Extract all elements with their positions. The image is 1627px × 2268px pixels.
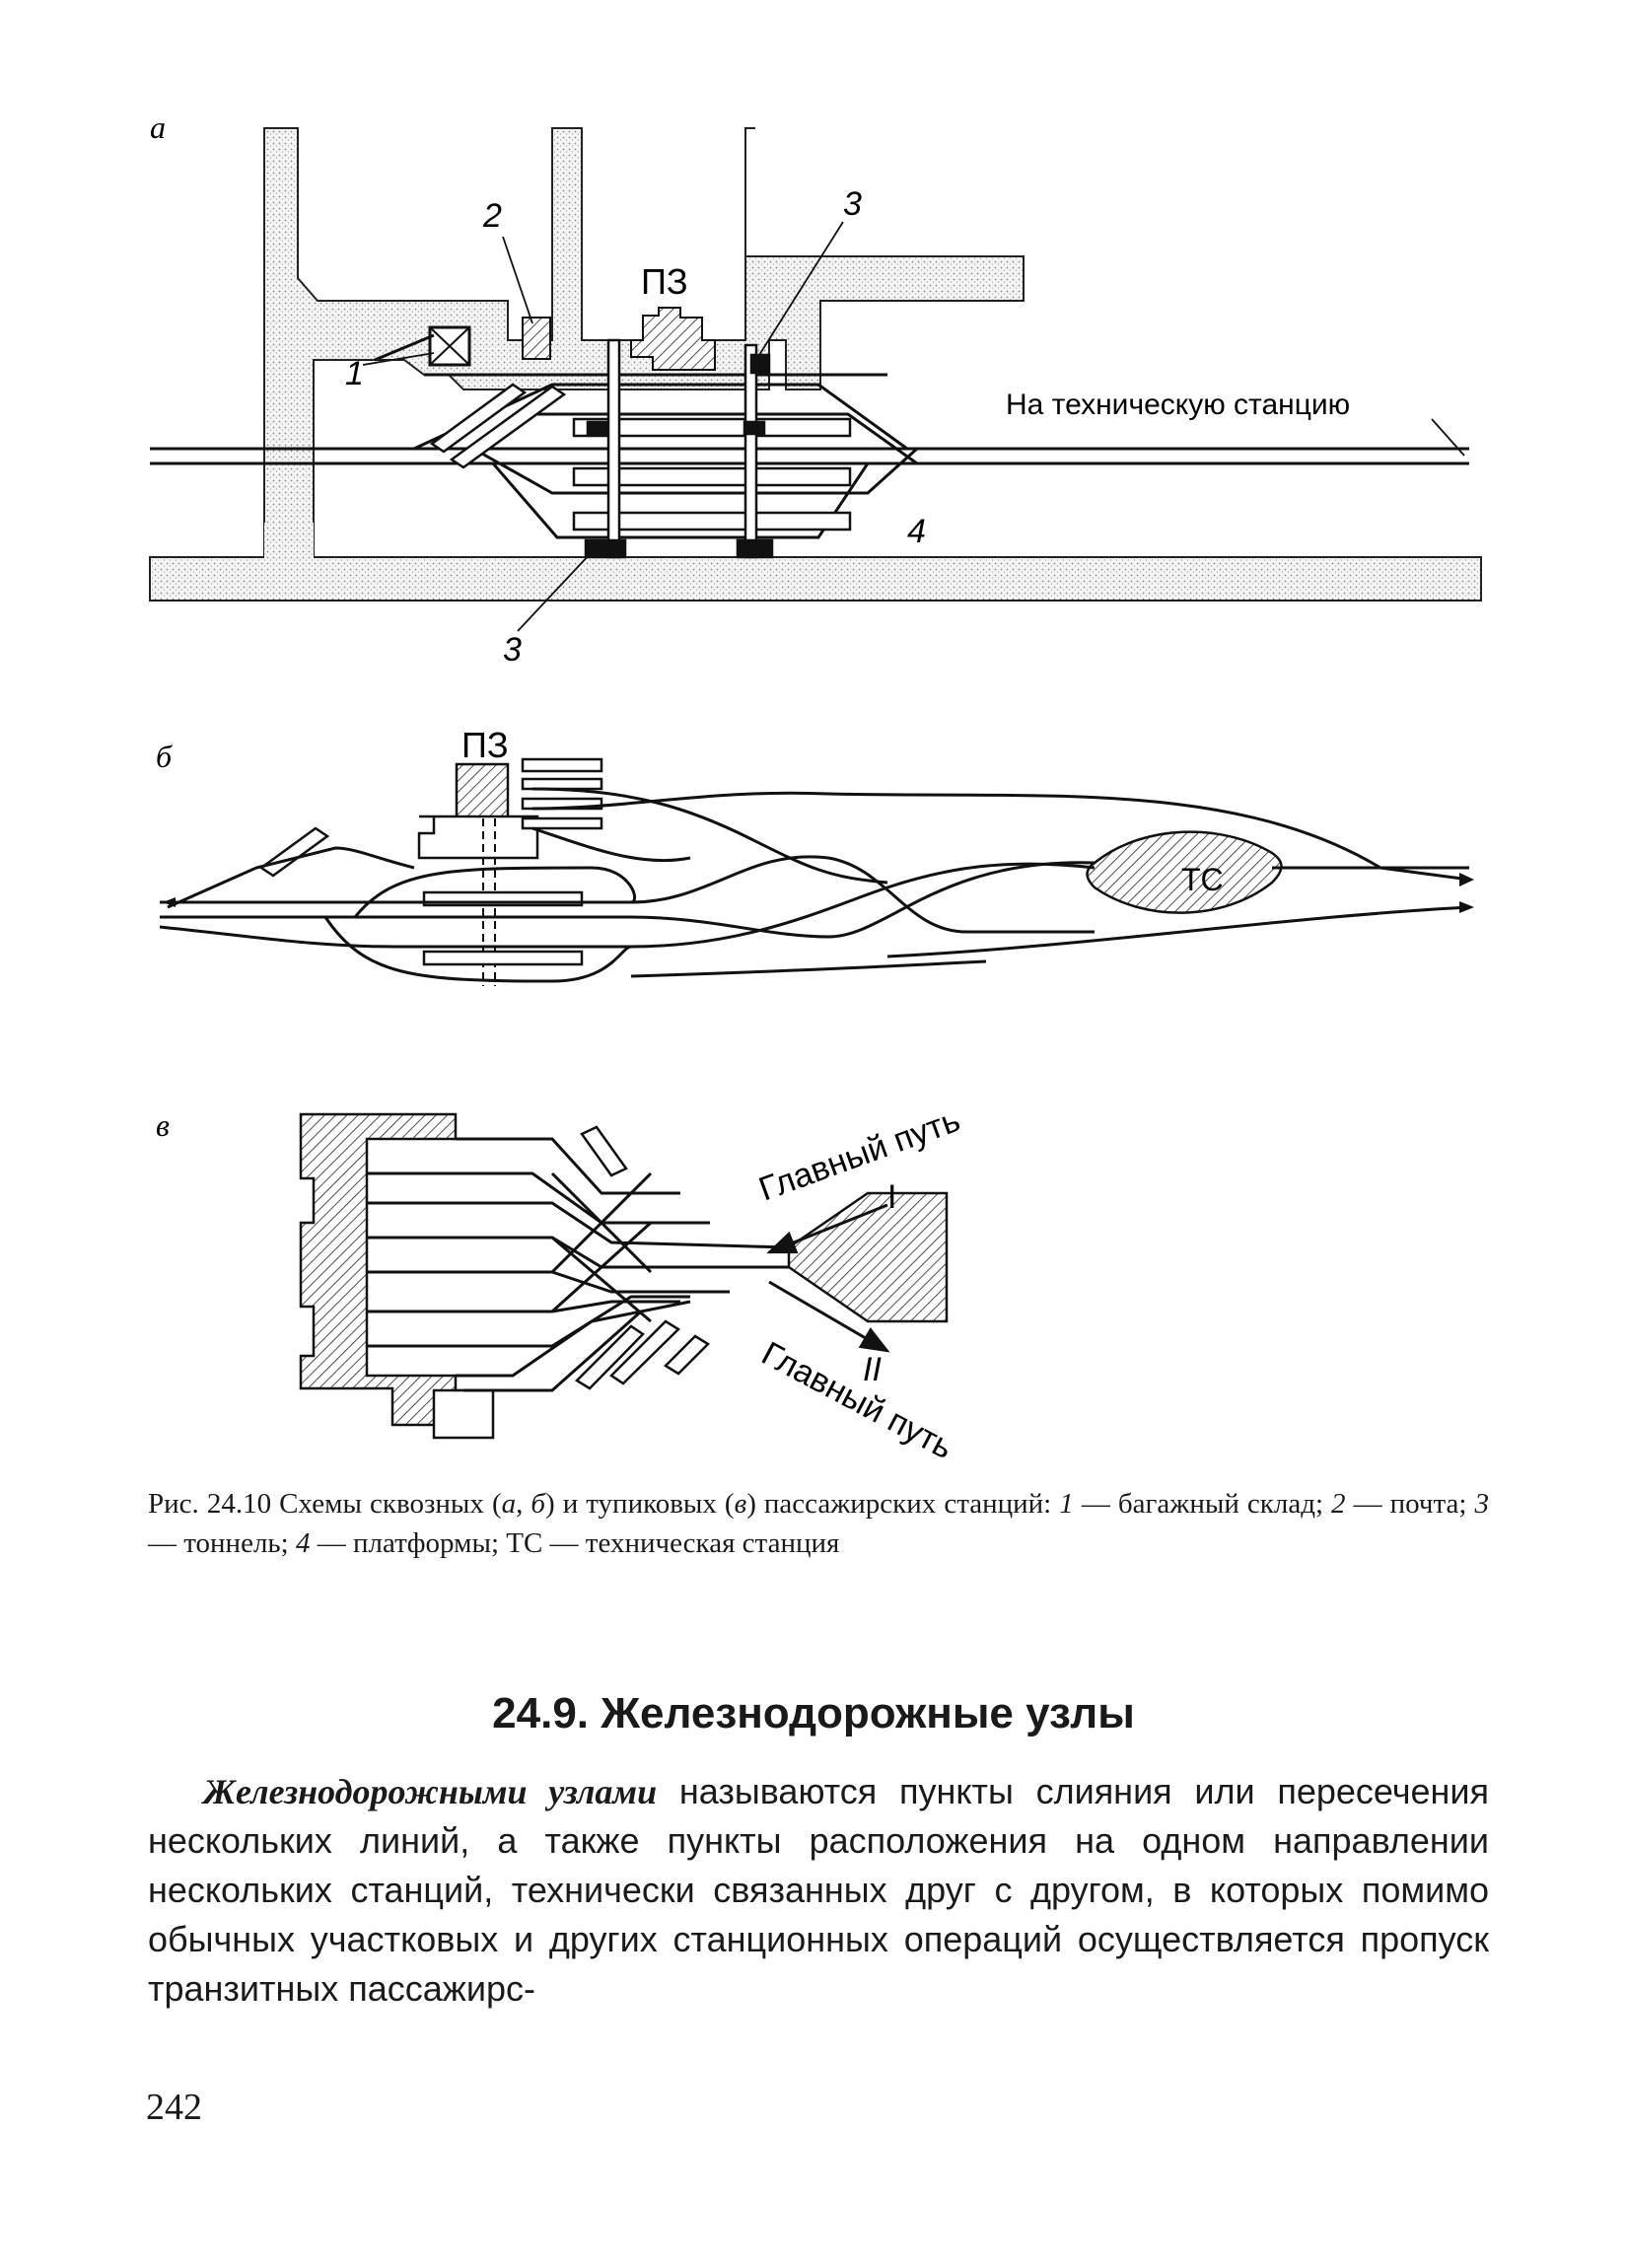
technical-station-area xyxy=(1086,830,1283,914)
tracks-v xyxy=(367,1137,790,1392)
technical-station-label: ТС xyxy=(1181,862,1224,897)
caption-key-b: б xyxy=(531,1488,545,1520)
panel-b-letter: б xyxy=(156,739,173,774)
figure-caption: Рис. 24.10 Схемы сквозных (а, б) и тупик… xyxy=(148,1484,1489,1563)
caption-key-4: 4 xyxy=(295,1527,311,1559)
panel-b-building-label: ПЗ xyxy=(461,725,509,765)
caption-text: — тоннель; xyxy=(148,1527,296,1559)
bottom-road xyxy=(149,556,1482,602)
paragraph-text: называются пункты слияния или пересечени… xyxy=(148,1771,1489,2009)
caption-text: Рис. 24.10 Схемы сквозных ( xyxy=(148,1488,502,1520)
panel-a-letter: а xyxy=(150,109,166,145)
main-track-1-numeral: I xyxy=(887,1178,896,1216)
page-number: 242 xyxy=(146,2087,202,2128)
caption-text: — почта; xyxy=(1345,1488,1475,1520)
platforms xyxy=(572,417,852,532)
panel-a xyxy=(149,127,1482,632)
caption-key-3: 3 xyxy=(1474,1488,1490,1520)
panel-a-building-label: ПЗ xyxy=(641,261,688,302)
caption-text: ) и тупиковых ( xyxy=(545,1488,735,1520)
callout-3-bottom: 3 xyxy=(503,631,522,669)
post-building xyxy=(522,317,551,360)
caption-text: , xyxy=(516,1488,531,1520)
passenger-building xyxy=(630,307,716,371)
caption-text: — платформы; ТС — техническая станция xyxy=(310,1527,840,1559)
section-heading: 24.9. Железнодорожные узлы xyxy=(492,1689,1135,1737)
figure-station-schemes: а ПЗ 1 2 3 3 4 На техническую станцию xyxy=(149,109,1482,1467)
callout-1: 1 xyxy=(345,355,364,392)
body-paragraph: Железнодорожными узлами называются пункт… xyxy=(148,1767,1489,2014)
main-track-2-label: Главный путь xyxy=(755,1335,959,1467)
caption-text: — багажный склад; xyxy=(1073,1488,1332,1520)
direction-label: На техническую станцию xyxy=(1006,389,1350,421)
tracks-b xyxy=(159,787,1470,983)
tunnels xyxy=(584,338,774,559)
caption-key-2: 2 xyxy=(1331,1488,1346,1520)
passenger-building-b xyxy=(455,762,510,820)
main-track-2-numeral: II xyxy=(863,1351,882,1388)
tracks-a xyxy=(150,333,1469,539)
defined-term: Железнодорожными узлами xyxy=(203,1772,658,1811)
caption-key-1: 1 xyxy=(1059,1488,1074,1520)
panel-v xyxy=(299,1112,949,1440)
callout-4: 4 xyxy=(907,513,926,550)
caption-text: ) пассажирских станций: xyxy=(746,1488,1060,1520)
callout-2: 2 xyxy=(482,197,502,235)
panel-v-letter: в xyxy=(156,1107,170,1143)
callout-3-top: 3 xyxy=(843,185,862,223)
caption-key-a: а xyxy=(501,1488,517,1520)
caption-key-v: в xyxy=(734,1488,747,1520)
terminal-building-v xyxy=(299,1112,470,1427)
panel-b xyxy=(159,757,1474,986)
